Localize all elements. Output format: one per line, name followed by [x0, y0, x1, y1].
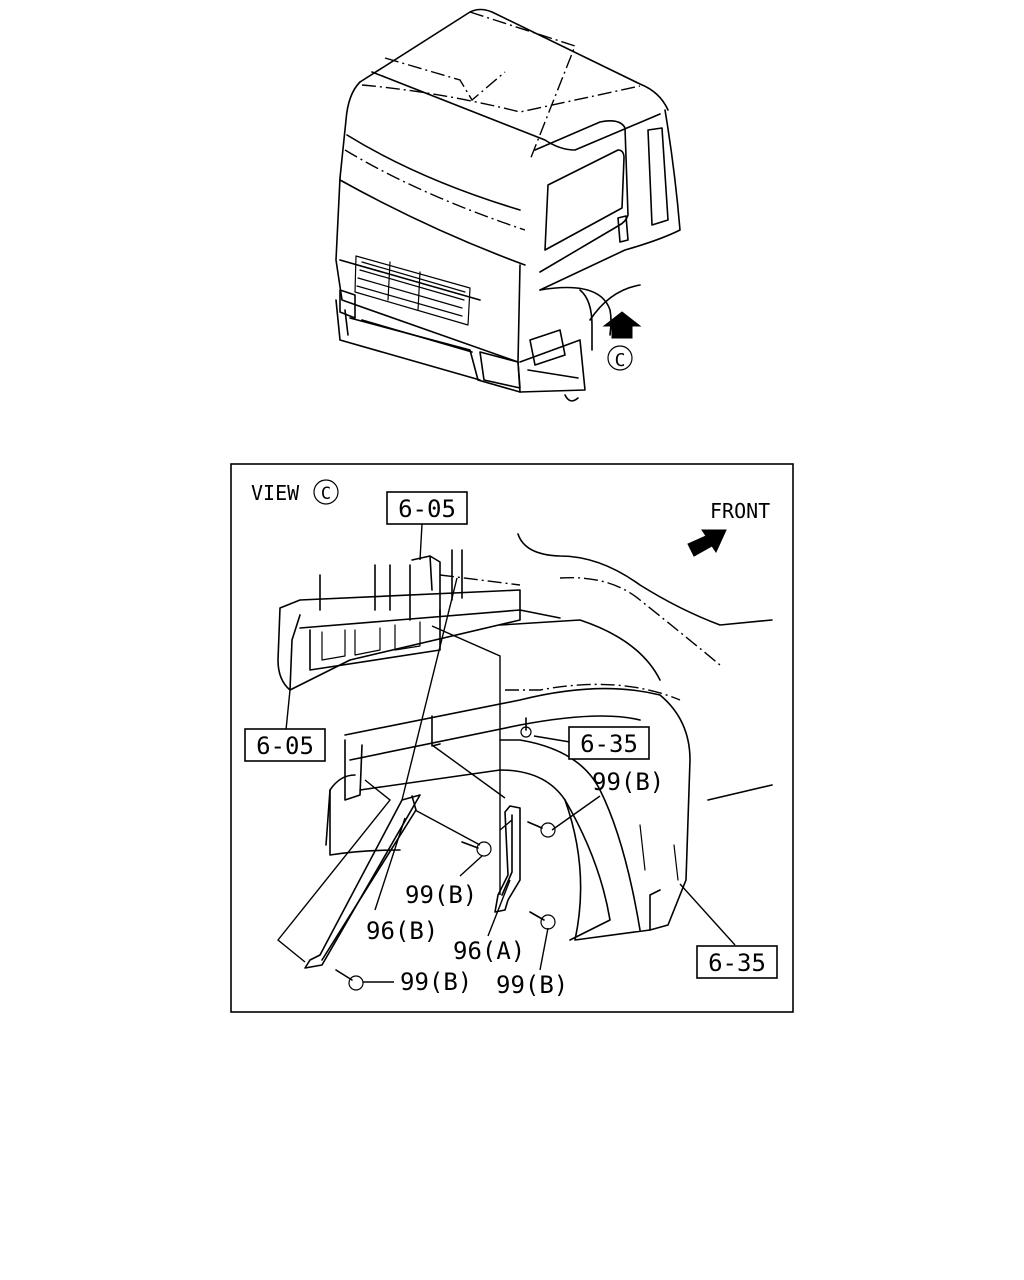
front-arrow — [687, 529, 727, 557]
callout-label: 99(B) — [400, 968, 472, 996]
view-c-arrow — [602, 311, 642, 339]
bolt-99b — [335, 969, 364, 991]
truck-cab-illustration — [335, 8, 681, 402]
cab-body-lines — [319, 533, 773, 801]
stay-96a — [494, 805, 521, 913]
assembly-lines — [277, 574, 521, 963]
callout-label: 99(B) — [592, 768, 664, 796]
bolt-99b — [461, 841, 492, 857]
callout-label: 99(B) — [405, 881, 477, 909]
ref-box-6-35-bottom — [696, 945, 778, 979]
leader-lines — [285, 523, 736, 983]
callout-label: 96(A) — [453, 937, 525, 965]
overview-view-marker: C — [615, 350, 626, 371]
ref-box-6-35-mid — [568, 726, 650, 760]
mounting-bracket-6-05 — [277, 549, 561, 691]
ref-box-label: 6-05 — [256, 732, 314, 760]
ref-box-6-05-top — [386, 491, 468, 525]
ref-box-6-05-left — [244, 728, 326, 762]
view-title-circle — [313, 479, 339, 505]
view-c-circle — [607, 345, 633, 371]
bolt-99b — [527, 821, 556, 838]
clip-6-35 — [520, 717, 532, 738]
view-title-marker: C — [321, 484, 331, 504]
callout-label: 99(B) — [496, 971, 568, 999]
ref-box-label: 6-35 — [580, 730, 638, 758]
front-label: FRONT — [710, 499, 770, 523]
view-title: VIEW — [251, 481, 300, 505]
ref-box-label: 6-05 — [398, 495, 456, 523]
callout-label: 96(B) — [366, 917, 438, 945]
ref-box-label: 6-35 — [708, 949, 766, 977]
